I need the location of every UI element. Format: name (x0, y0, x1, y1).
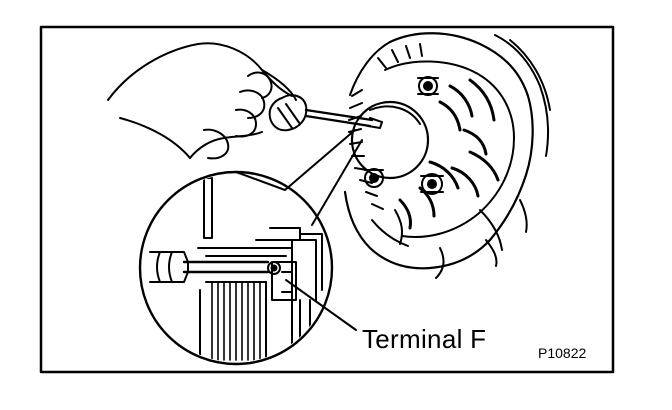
hand-with-screwdriver (107, 42, 383, 160)
detail-magnifier (138, 129, 363, 366)
callout-wedge-left (235, 129, 356, 191)
terminal-nut-lower (364, 168, 384, 188)
terminal-f-label: Terminal F (362, 324, 487, 354)
terminal-nut-top (417, 76, 439, 96)
alternator (343, 32, 551, 279)
terminal-nut-middle (420, 173, 444, 195)
figure-frame (39, 25, 615, 374)
callout-wedge-right (311, 139, 363, 226)
figure-code: P10822 (538, 345, 587, 361)
detail-circle (138, 170, 334, 366)
terminal-leader-line (285, 279, 357, 331)
